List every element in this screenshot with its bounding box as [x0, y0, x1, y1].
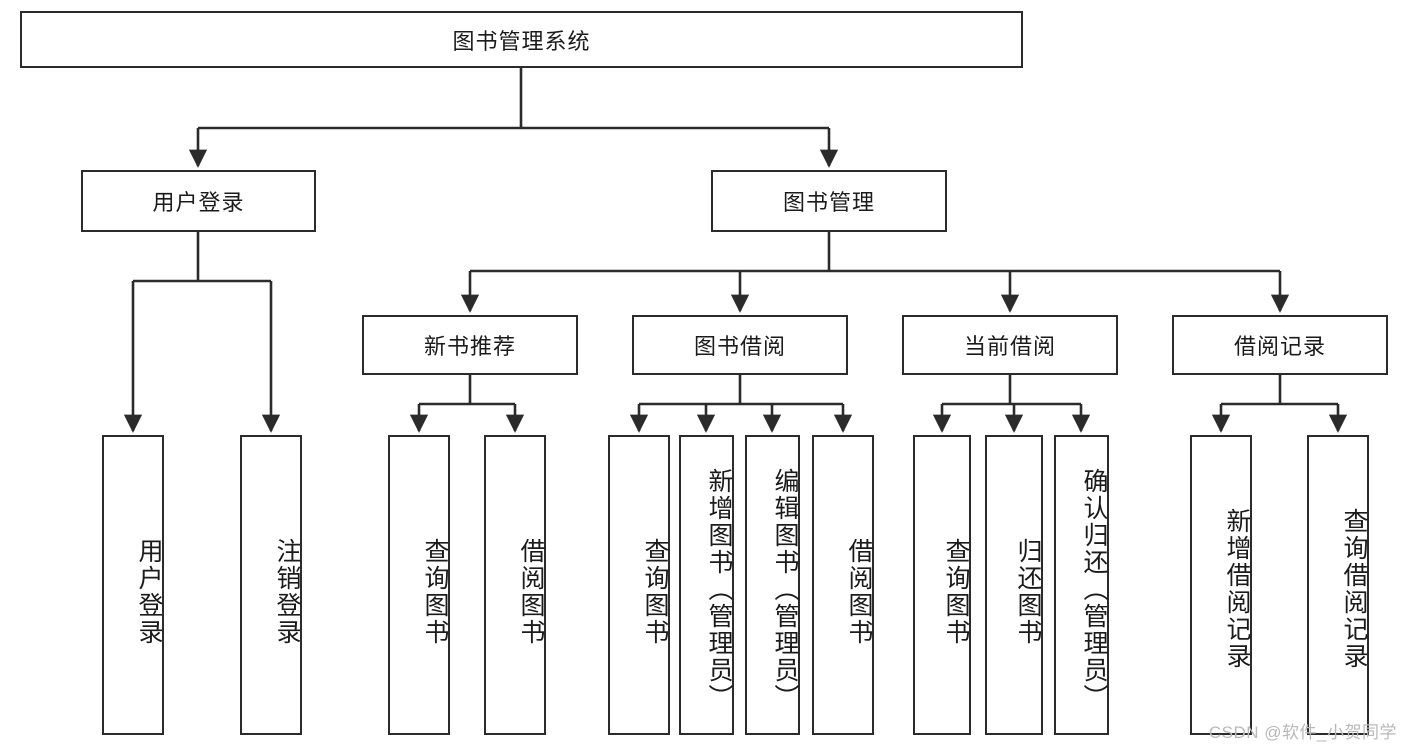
node-cb-return-book-label: 归还图书 [1014, 538, 1042, 646]
node-nbr-borrow-book[interactable]: 借阅图书 [484, 435, 546, 735]
node-nbr-borrow-book-label: 借阅图书 [517, 538, 545, 646]
node-br-add-record-label: 新增借阅记录 [1223, 508, 1251, 670]
node-user-logout-leaf[interactable]: 注销登录 [240, 435, 302, 735]
node-user-logout-leaf-label: 注销登录 [273, 538, 301, 646]
node-cb-query-book[interactable]: 查询图书 [913, 435, 971, 735]
node-cb-query-book-label: 查询图书 [942, 538, 970, 646]
node-current-borrow[interactable]: 当前借阅 [902, 315, 1118, 375]
node-book-borrow[interactable]: 图书借阅 [632, 315, 848, 375]
node-new-book-recommend-label: 新书推荐 [423, 334, 516, 359]
node-user-login-leaf[interactable]: 用户登录 [102, 435, 164, 735]
node-bb-add-book-label: 新增图书（管理员） [705, 467, 733, 711]
node-root[interactable]: 图书管理系统 [20, 11, 1023, 68]
node-book-borrow-label: 图书借阅 [693, 334, 786, 359]
node-book-management[interactable]: 图书管理 [711, 170, 947, 232]
node-root-label: 图书管理系统 [452, 28, 591, 54]
node-book-management-label: 图书管理 [782, 190, 875, 215]
node-bb-edit-book[interactable]: 编辑图书（管理员） [745, 435, 800, 735]
node-current-borrow-label: 当前借阅 [963, 334, 1056, 359]
node-cb-confirm-return[interactable]: 确认归还（管理员） [1054, 435, 1109, 735]
node-cb-confirm-return-label: 确认归还（管理员） [1080, 467, 1108, 711]
node-new-book-recommend[interactable]: 新书推荐 [362, 315, 578, 375]
node-bb-edit-book-label: 编辑图书（管理员） [771, 467, 799, 711]
node-bb-borrow-book-label: 借阅图书 [845, 538, 873, 646]
node-borrow-record-label: 借阅记录 [1233, 334, 1326, 359]
node-br-add-record[interactable]: 新增借阅记录 [1190, 435, 1252, 735]
node-bb-query-book[interactable]: 查询图书 [608, 435, 670, 735]
node-bb-borrow-book[interactable]: 借阅图书 [812, 435, 874, 735]
node-bb-add-book[interactable]: 新增图书（管理员） [679, 435, 734, 735]
node-nbr-query-book-label: 查询图书 [421, 538, 449, 646]
node-bb-query-book-label: 查询图书 [641, 538, 669, 646]
node-user-login-label: 用户登录 [152, 190, 245, 215]
node-nbr-query-book[interactable]: 查询图书 [388, 435, 450, 735]
node-br-query-record-label: 查询借阅记录 [1340, 508, 1368, 670]
node-borrow-record[interactable]: 借阅记录 [1172, 315, 1388, 375]
watermark-text: CSDN @软件_小贺同学 [1208, 723, 1397, 742]
node-user-login[interactable]: 用户登录 [81, 170, 316, 232]
node-cb-return-book[interactable]: 归还图书 [985, 435, 1043, 735]
node-br-query-record[interactable]: 查询借阅记录 [1307, 435, 1369, 735]
node-user-login-leaf-label: 用户登录 [135, 538, 163, 646]
